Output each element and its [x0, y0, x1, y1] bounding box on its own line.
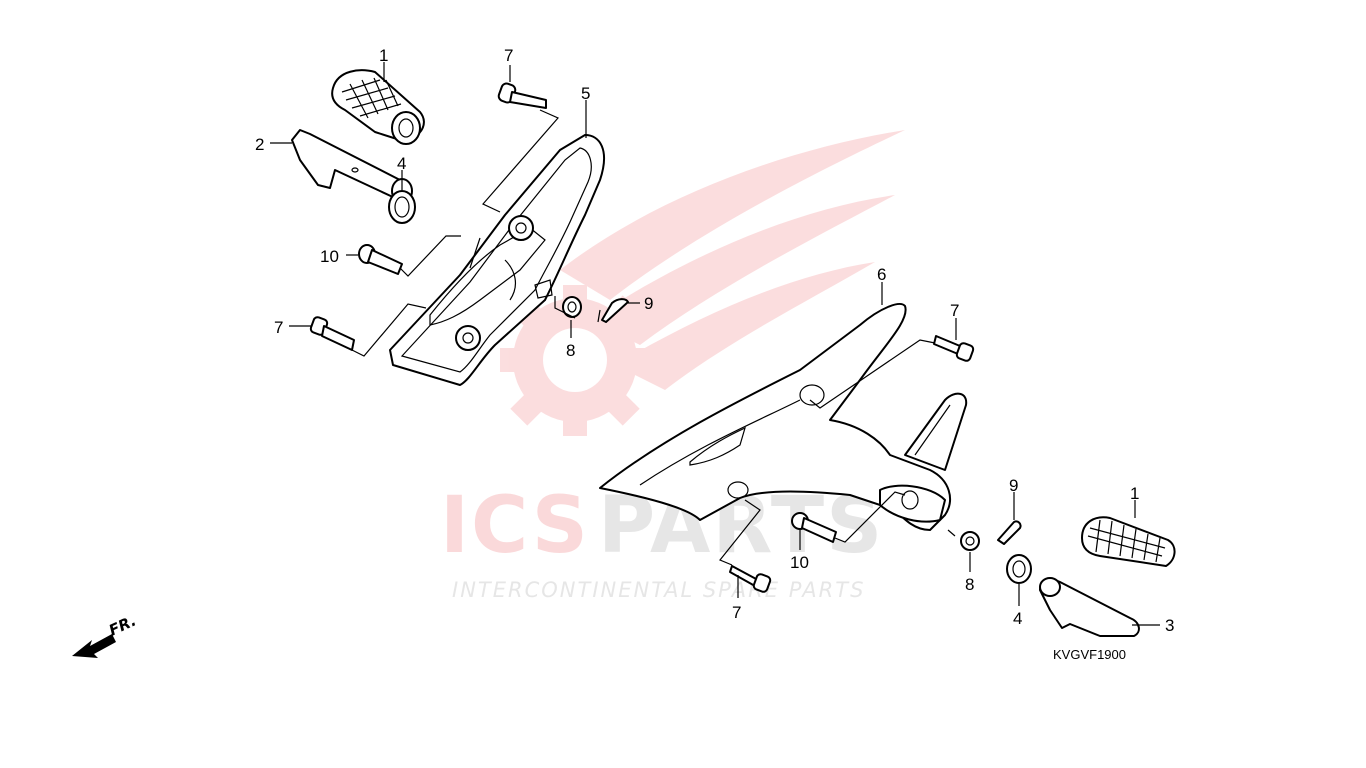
- front-arrow-icon: [72, 634, 116, 658]
- callout-label: 4: [1013, 609, 1022, 628]
- callout-label: 4: [397, 154, 406, 173]
- part-pin-right: [791, 512, 837, 543]
- callout-label: 8: [965, 575, 974, 594]
- callout-label: 10: [790, 553, 809, 572]
- part-washer-left: [388, 190, 416, 224]
- front-direction-label: FR.: [106, 612, 139, 640]
- callout-label: 1: [1130, 484, 1139, 503]
- part-footpeg-bracket-left: [291, 129, 413, 204]
- callout-label: 6: [877, 265, 886, 284]
- callout-label: 7: [504, 46, 513, 65]
- callout-label: 9: [1009, 476, 1018, 495]
- leader-lines-left: [270, 62, 640, 357]
- leader-lines-right: [719, 282, 1160, 626]
- part-cotter-pin-left: [601, 298, 629, 323]
- watermark-logo: [500, 130, 905, 436]
- part-bolt-right-top: [933, 335, 975, 362]
- part-step-holder-right: [599, 303, 968, 531]
- callout-label: 10: [320, 247, 339, 266]
- callout-label: 8: [566, 341, 575, 360]
- part-bolt-right-bottom: [729, 565, 772, 593]
- part-footpeg-bracket-right: [1039, 577, 1140, 637]
- diagram-code: KVGVF1900: [1053, 647, 1126, 662]
- part-pin-left: [358, 244, 403, 275]
- front-direction-indicator: FR.: [72, 612, 139, 658]
- part-footpeg-rubber-left: [331, 69, 425, 145]
- callout-label: 7: [274, 318, 283, 337]
- part-cotter-pin-right: [997, 520, 1022, 545]
- part-footpeg-rubber-right: [1081, 516, 1176, 567]
- callout-label: 7: [732, 603, 741, 622]
- callout-label: 3: [1165, 616, 1174, 635]
- watermark-tagline: INTERCONTINENTAL SPARE PARTS: [452, 578, 865, 602]
- callout-label: 9: [644, 294, 653, 313]
- callouts: 1 2 4 7 5 10 7 8 9 6 7 9 1 10 8 4 3 7: [255, 46, 1174, 635]
- part-nut-right: [960, 531, 980, 551]
- part-bolt-top-left: [497, 82, 547, 109]
- callout-label: 7: [950, 301, 959, 320]
- watermark-brand-left: ICS: [440, 481, 590, 571]
- callout-label: 2: [255, 135, 264, 154]
- part-washer-right: [1006, 554, 1032, 584]
- part-step-holder-left: [389, 134, 605, 386]
- part-bolt-left: [309, 316, 355, 351]
- callout-label: 5: [581, 84, 590, 103]
- callout-label: 1: [379, 46, 388, 65]
